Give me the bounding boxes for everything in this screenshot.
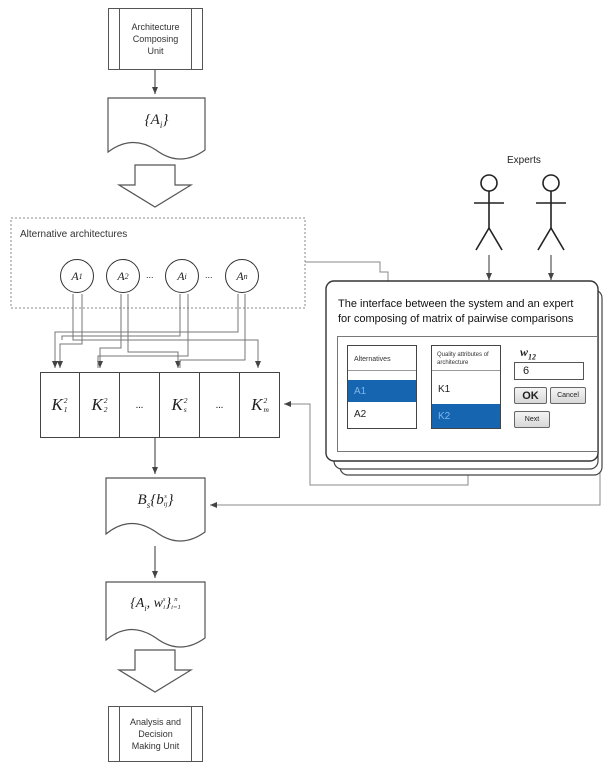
quality-attributes-list: Quality attributes of architecture K1 K2	[431, 345, 501, 429]
top-unit-line2: Composing	[132, 34, 179, 44]
alternative-item-a2[interactable]: A2	[354, 408, 367, 420]
ok-button[interactable]: OK	[514, 387, 547, 404]
alternatives-ellipsis-2: ...	[205, 270, 213, 280]
matrix-document-shape	[105, 477, 206, 542]
set-document-label: {Ai}	[144, 112, 169, 130]
bottom-unit-line2: Decision	[138, 729, 173, 739]
flow-arrow-1	[116, 164, 194, 208]
quality-item-k2[interactable]: K2	[432, 404, 500, 428]
quality-list-header: Quality attributes of architecture	[437, 352, 489, 366]
set-document-shape	[107, 97, 206, 160]
architecture-composing-unit: Architecture Composing Unit	[108, 8, 203, 70]
top-unit-line3: Unit	[147, 46, 164, 56]
experts-label: Experts	[507, 155, 541, 166]
interface-title: The interface between the system and an …	[338, 298, 574, 325]
flow-arrow-2	[116, 649, 194, 693]
expert-figure-1	[474, 174, 504, 251]
bottom-unit-line1: Analysis and	[129, 717, 182, 727]
alternatives-ellipsis-1: ...	[146, 270, 154, 280]
alternatives-list-header: Alternatives	[354, 356, 391, 363]
bottom-unit-line3: Making Unit	[131, 741, 180, 751]
result-document-shape	[105, 581, 206, 648]
circle-to-criteria-wiring	[52, 294, 261, 368]
criteria-cell-ellipsis-1: ...	[120, 372, 160, 438]
analysis-decision-unit: Analysis and Decision Making Unit	[108, 706, 203, 762]
expert-figure-2	[536, 174, 566, 251]
top-unit-line1: Architecture	[131, 22, 180, 32]
quality-item-k1[interactable]: K1	[438, 383, 451, 395]
alternatives-list: Alternatives A1 A2	[347, 345, 417, 429]
weight-input[interactable]: 6	[514, 362, 584, 380]
cancel-button[interactable]: Cancel	[550, 387, 586, 404]
criteria-row	[40, 372, 280, 438]
next-button[interactable]: Next	[514, 411, 550, 428]
criteria-cell-ellipsis-2: ...	[200, 372, 240, 438]
alternatives-group-title: Alternative architectures	[20, 229, 128, 240]
alternative-item-a1[interactable]: A1	[348, 380, 416, 402]
weight-label: w12	[520, 345, 537, 362]
